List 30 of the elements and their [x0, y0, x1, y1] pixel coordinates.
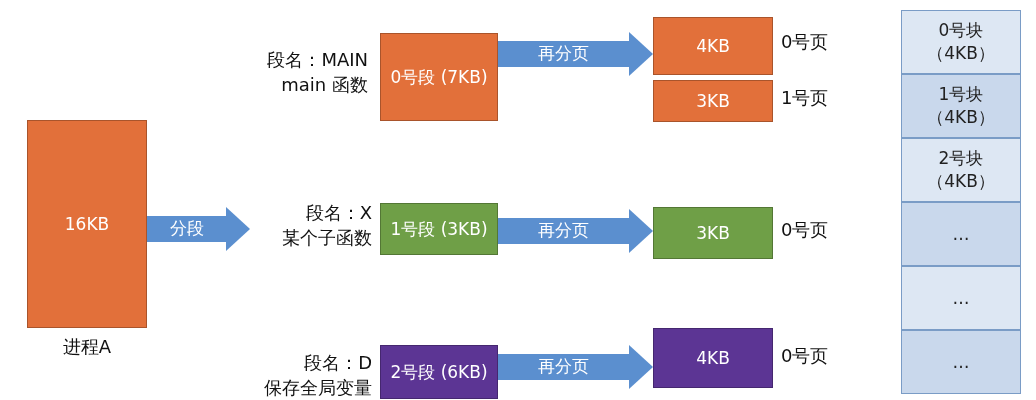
process-box: 0号段 (7KB) — [380, 33, 498, 121]
process-box: 3KB — [653, 80, 773, 122]
block-arrow — [147, 207, 250, 251]
memory-block: 2号块（4KB） — [901, 138, 1021, 202]
process-box: 16KB — [27, 120, 147, 328]
process-box: 3KB — [653, 207, 773, 259]
box-caption: 段名：MAIN main 函数 — [266, 48, 368, 98]
box-caption: 段名：X 某个子函数 — [281, 201, 372, 251]
box-caption: 段名：D 保存全局变量 — [263, 351, 372, 400]
edge-label: 再分页 — [537, 42, 590, 65]
box-caption: 进程A — [61, 335, 113, 359]
block-arrow — [498, 209, 653, 253]
process-box: 4KB — [653, 328, 773, 388]
box-caption: 1号页 — [781, 86, 830, 110]
block-arrow — [498, 345, 653, 389]
memory-block: … — [901, 330, 1021, 394]
edge-label: 分段 — [168, 217, 205, 240]
process-box: 4KB — [653, 17, 773, 75]
memory-block: … — [901, 266, 1021, 330]
box-caption: 0号页 — [781, 30, 830, 54]
edge-label: 再分页 — [537, 355, 590, 378]
memory-block: … — [901, 202, 1021, 266]
box-caption: 0号页 — [781, 218, 830, 242]
memory-block: 1号块（4KB） — [901, 74, 1021, 138]
process-box: 1号段 (3KB) — [380, 203, 498, 255]
box-caption: 0号页 — [781, 344, 830, 368]
memory-block: 0号块（4KB） — [901, 10, 1021, 74]
process-box: 2号段 (6KB) — [380, 345, 498, 399]
edge-label: 再分页 — [537, 219, 590, 242]
block-arrow — [498, 32, 653, 76]
